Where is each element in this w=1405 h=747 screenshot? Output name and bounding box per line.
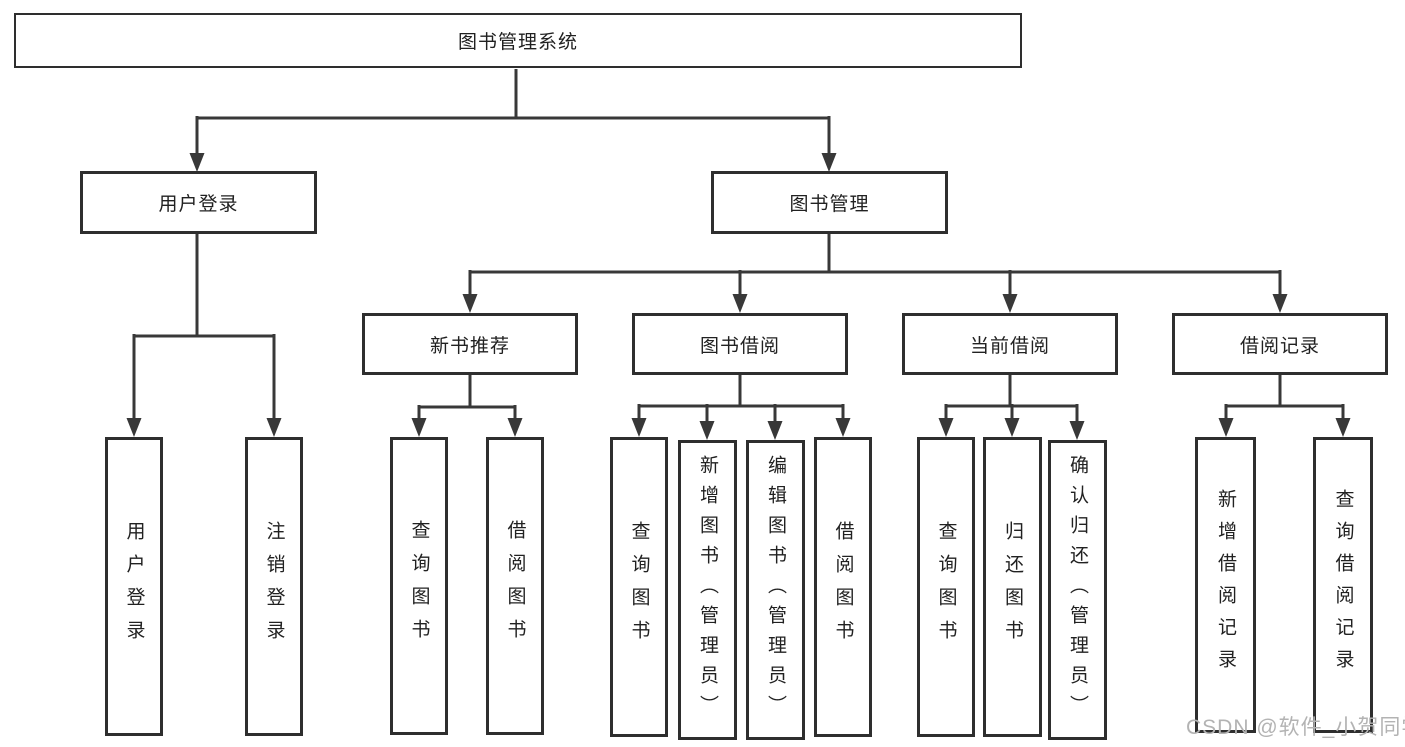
node-cb-query-books-label: 查询图书	[935, 521, 957, 653]
node-bb-add-books-admin: 新增图书（管理员）	[678, 440, 737, 740]
node-bb-query-books-label: 查询图书	[628, 521, 650, 653]
node-br-query-record-label: 查询借阅记录	[1332, 489, 1354, 681]
node-cb-confirm-return-admin: 确认归还（管理员）	[1048, 440, 1107, 740]
node-cb-query-books: 查询图书	[917, 437, 975, 737]
node-br-add-record-label: 新增借阅记录	[1215, 489, 1236, 681]
node-user-login-leaf-label: 用户登录	[123, 520, 145, 653]
node-bb-edit-books-admin-label: 编辑图书（管理员）	[765, 455, 786, 725]
node-book-management: 图书管理	[711, 171, 948, 234]
node-cb-confirm-return-admin-label: 确认归还（管理员）	[1067, 455, 1088, 725]
connector-root-to-level2	[195, 69, 831, 156]
node-book-borrowing: 图书借阅	[632, 313, 848, 375]
node-nb-query-books: 查询图书	[390, 437, 448, 735]
node-new-book-recommendation-label: 新书推荐	[429, 335, 510, 357]
node-borrowing-records: 借阅记录	[1172, 313, 1388, 375]
node-bb-edit-books-admin: 编辑图书（管理员）	[746, 440, 805, 740]
node-book-management-label: 图书管理	[789, 194, 870, 215]
node-br-add-record: 新增借阅记录	[1195, 437, 1256, 733]
node-root-label: 图书管理系统	[457, 32, 578, 53]
node-borrowing-records-label: 借阅记录	[1239, 335, 1320, 357]
node-br-query-record: 查询借阅记录	[1313, 437, 1373, 733]
node-bb-add-books-admin-label: 新增图书（管理员）	[697, 455, 718, 725]
node-logout-leaf: 注销登录	[245, 437, 303, 736]
node-bb-borrow-books: 借阅图书	[814, 437, 872, 737]
connector-new-book-branch	[417, 375, 517, 421]
connector-borrow-records-branch	[1224, 375, 1345, 421]
node-bb-borrow-books-label: 借阅图书	[832, 521, 854, 653]
node-user-login: 用户登录	[80, 171, 317, 234]
node-current-borrowing: 当前借阅	[902, 313, 1118, 375]
node-nb-query-books-label: 查询图书	[408, 520, 430, 652]
node-user-login-leaf: 用户登录	[105, 437, 163, 736]
node-user-login-label: 用户登录	[158, 194, 239, 215]
connector-user-login-branch	[132, 234, 276, 421]
node-root: 图书管理系统	[14, 13, 1022, 68]
node-cb-return-books-label: 归还图书	[1002, 521, 1023, 653]
node-current-borrowing-label: 当前借阅	[969, 335, 1050, 357]
csdn-watermark: CSDN @软件_小贺同学	[1186, 716, 1405, 739]
node-logout-leaf-label: 注销登录	[263, 520, 285, 653]
node-cb-return-books: 归还图书	[983, 437, 1042, 737]
node-book-borrowing-label: 图书借阅	[699, 335, 780, 357]
node-new-book-recommendation: 新书推荐	[362, 313, 578, 375]
connector-book-borrow-branch	[637, 375, 845, 424]
connector-current-borrow-branch	[944, 375, 1079, 424]
node-bb-query-books: 查询图书	[610, 437, 668, 737]
node-nb-borrow-books: 借阅图书	[486, 437, 544, 735]
connector-book-mgmt-branch	[468, 234, 1282, 297]
node-nb-borrow-books-label: 借阅图书	[504, 520, 526, 652]
